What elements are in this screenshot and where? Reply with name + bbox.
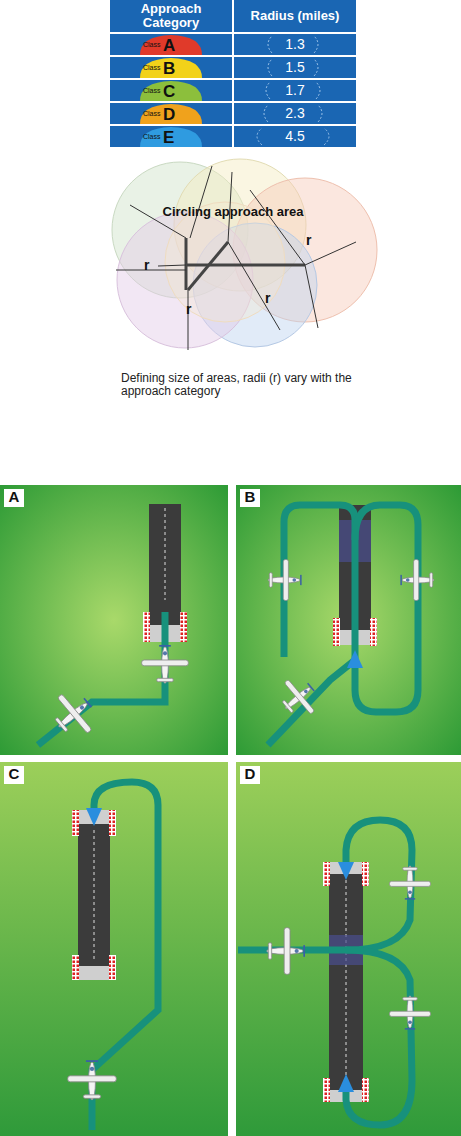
radius-value: 1.7 <box>236 83 354 98</box>
class-letter: C <box>163 83 193 102</box>
radius-label: r <box>144 258 154 273</box>
panel-c <box>0 762 228 1136</box>
figure-caption: Defining size of areas, radii (r) vary w… <box>121 372 391 398</box>
class-letter: B <box>163 60 193 79</box>
figure-title: Circling approach area <box>148 205 318 219</box>
circling-area-figure <box>112 159 377 350</box>
radius-value: 4.5 <box>236 129 354 144</box>
class-letter: E <box>163 129 193 148</box>
radius-value: 2.3 <box>236 106 354 121</box>
radius-value: 1.3 <box>236 37 354 52</box>
panel-letter: A <box>6 489 22 506</box>
table-header: Approach Category <box>112 2 230 31</box>
panel-letter: B <box>242 489 258 506</box>
radius-label: r <box>265 291 275 306</box>
radius-value: 1.5 <box>236 60 354 75</box>
radius-label: r <box>186 302 196 317</box>
panel-d <box>236 762 461 1136</box>
panel-letter: D <box>242 766 258 783</box>
panel-letter: C <box>6 766 22 783</box>
panel-b <box>236 485 461 755</box>
class-letter: D <box>163 106 193 125</box>
radius-label: r <box>306 233 316 248</box>
panel-a <box>0 485 228 755</box>
category-table <box>110 0 356 148</box>
table-header: Radius (miles) <box>236 9 354 23</box>
class-letter: A <box>163 37 193 56</box>
